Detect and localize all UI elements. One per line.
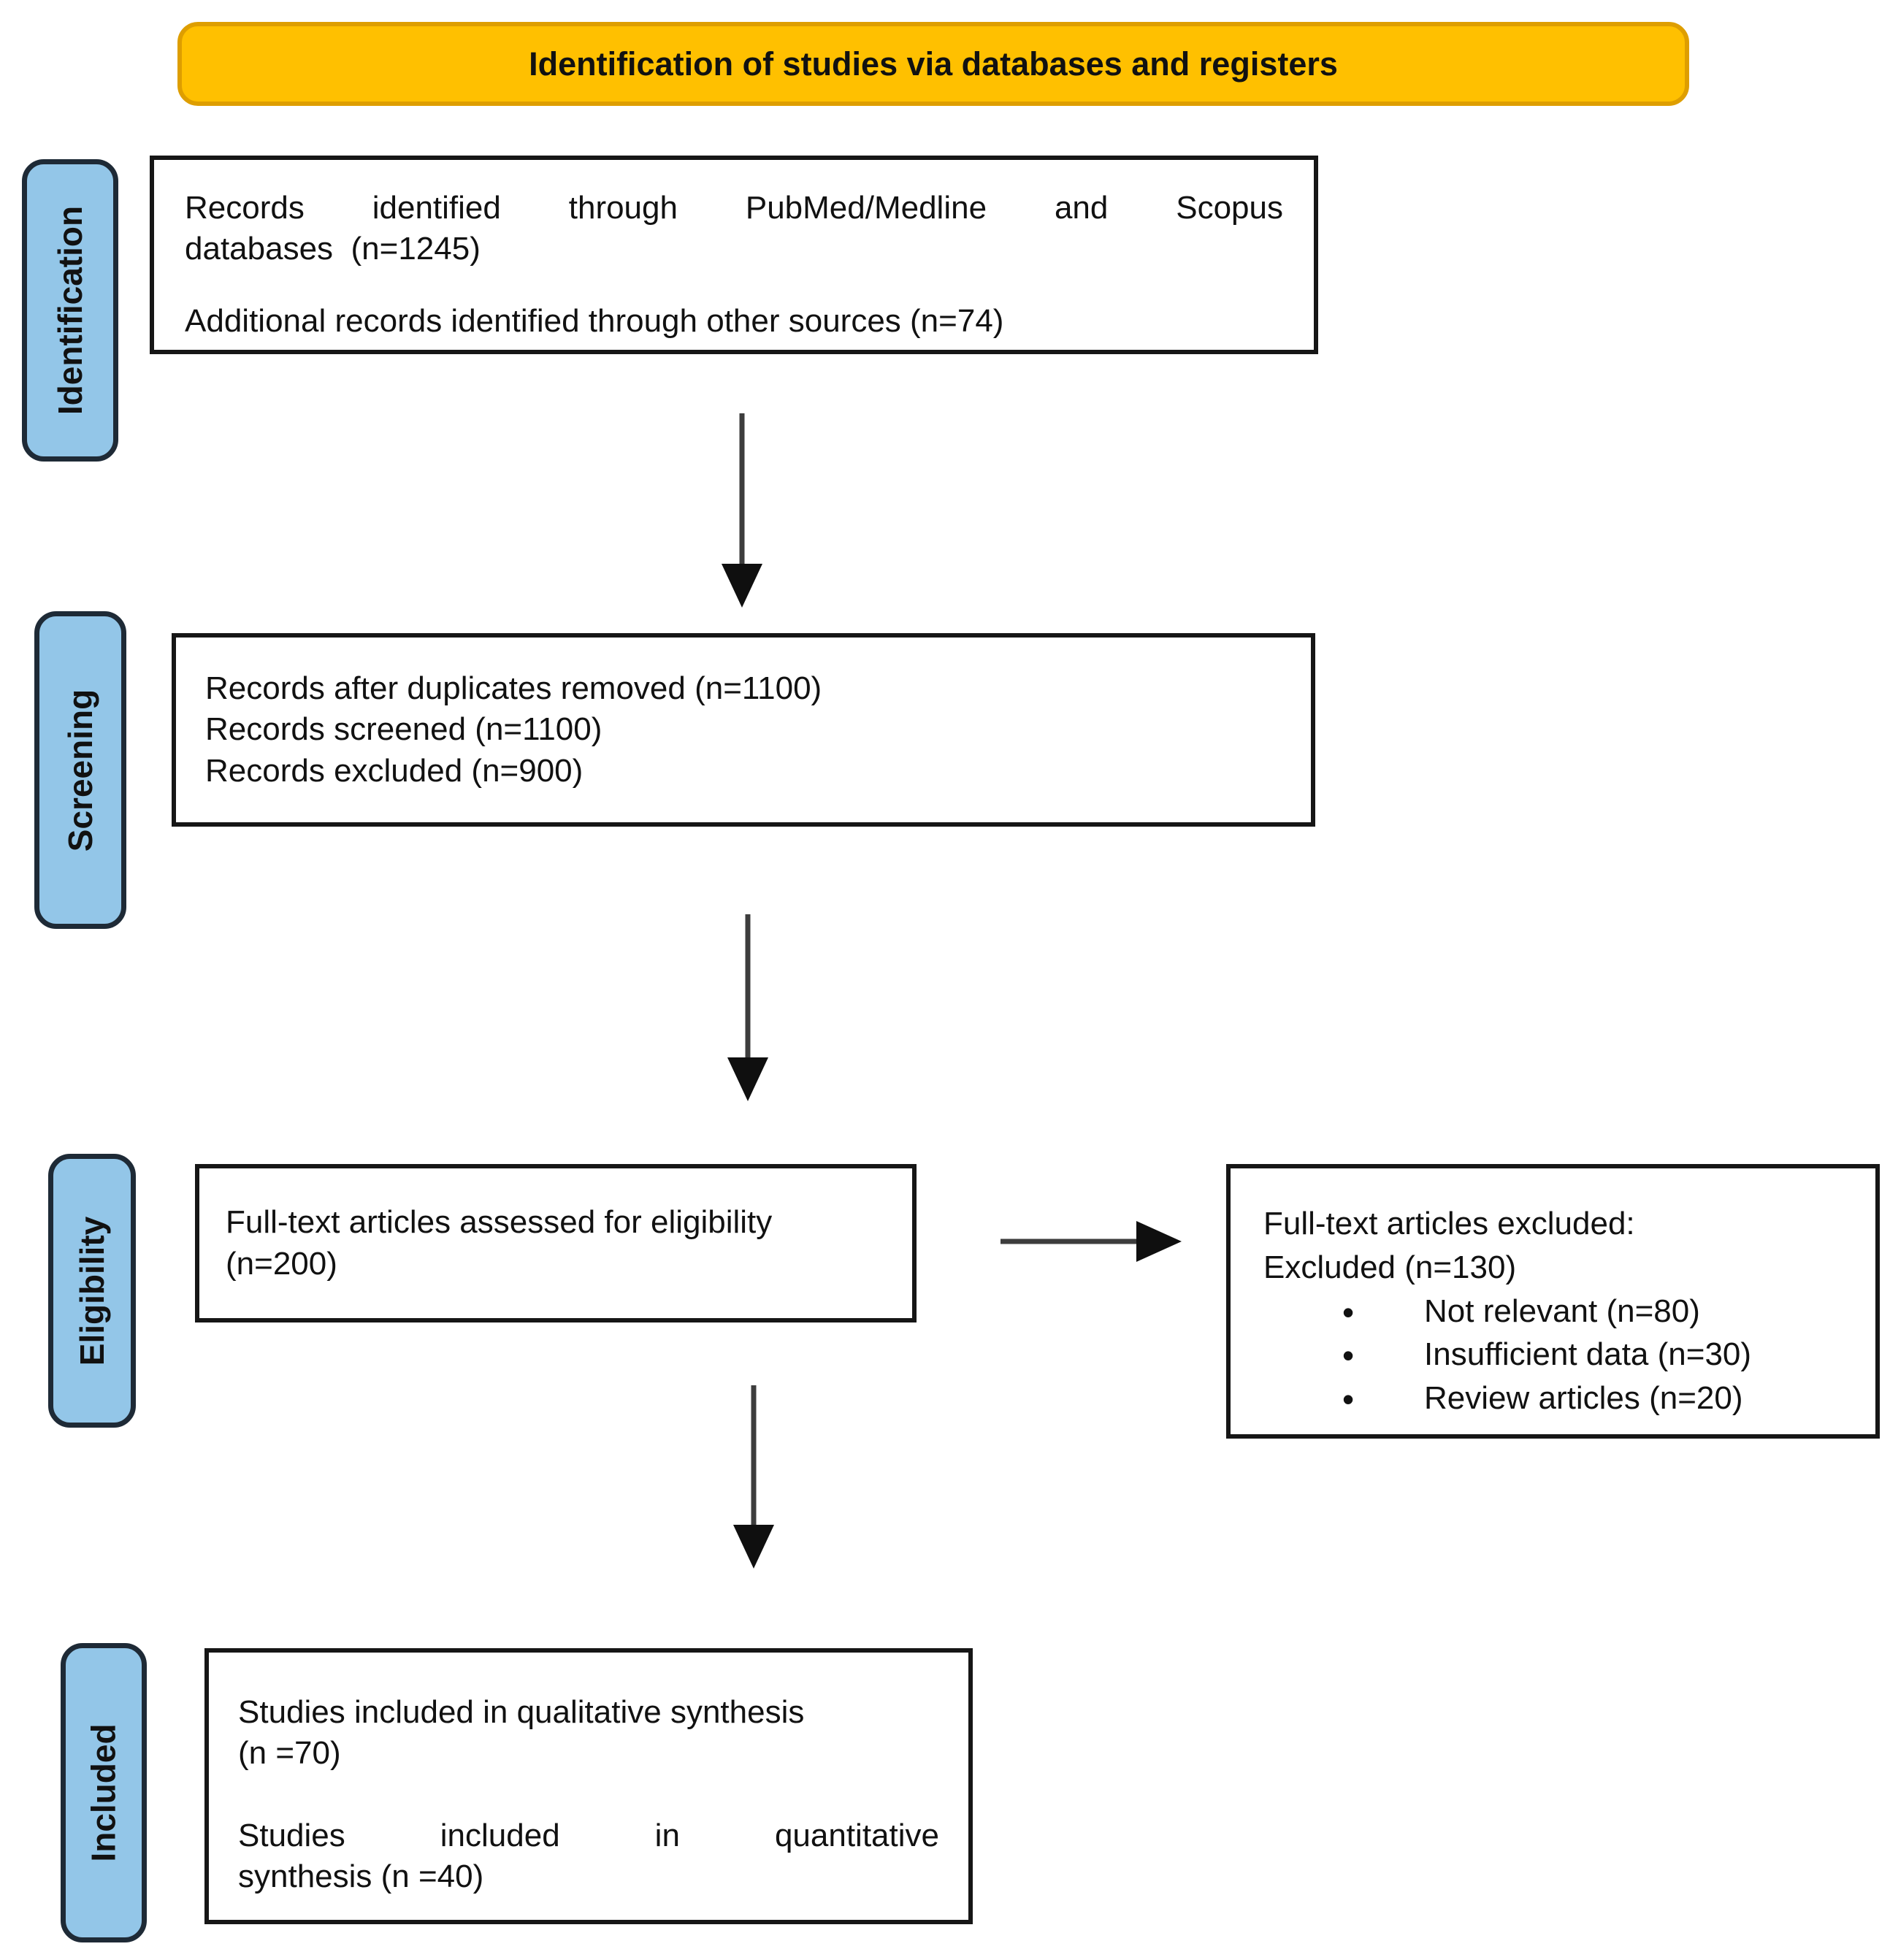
stage-label-identification-text: Identification (51, 205, 90, 416)
included-line3: Studies included in quantitative (238, 1817, 939, 1853)
excluded-reason-item: Insufficient data (n=30) (1263, 1333, 1853, 1378)
box-studies-included: Studies included in qualitative synthesi… (204, 1648, 973, 1924)
box-records-identified: Records identified through PubMed/Medlin… (150, 156, 1318, 354)
screening-line1: Records after duplicates removed (n=1100… (205, 670, 822, 707)
stage-label-eligibility: Eligibility (48, 1154, 136, 1428)
screening-line3: Records excluded (n=900) (205, 752, 584, 789)
excluded-line2: Excluded (n=130) (1263, 1249, 1517, 1285)
included-line1: Studies included in qualitative synthesi… (238, 1694, 805, 1730)
arrowhead-right-icon (1136, 1221, 1182, 1262)
additional-records-line: Additional records identified through ot… (185, 302, 1004, 339)
eligibility-line2: (n=200) (226, 1245, 337, 1282)
excluded-reason-item: Not relevant (n=80) (1263, 1290, 1853, 1335)
arrow-eligibility-to-excluded (1001, 1221, 1182, 1262)
arrow-eligibility-to-included (733, 1385, 774, 1569)
arrow-identification-to-screening (722, 413, 762, 608)
arrowhead-down-icon (733, 1525, 774, 1569)
arrow-screening-to-eligibility (727, 914, 768, 1101)
arrowhead-down-icon (722, 564, 762, 608)
records-identified-line2: databases (n=1245) (185, 231, 481, 267)
excluded-reasons-list: Not relevant (n=80) Insufficient data (n… (1263, 1290, 1853, 1423)
stage-label-included-text: Included (85, 1723, 123, 1862)
diagram-title: Identification of studies via databases … (529, 45, 1338, 83)
excluded-reason-item: Review articles (n=20) (1263, 1377, 1853, 1422)
excluded-line1: Full-text articles excluded: (1263, 1206, 1635, 1241)
records-identified-line1: Records identified through PubMed/Medlin… (185, 190, 1283, 226)
screening-line2: Records screened (n=1100) (205, 711, 602, 748)
eligibility-line1: Full-text articles assessed for eligibil… (226, 1204, 773, 1241)
box-fulltext-assessed: Full-text articles assessed for eligibil… (195, 1164, 917, 1322)
arrowhead-down-icon (727, 1057, 768, 1101)
stage-label-identification: Identification (22, 159, 118, 462)
box-fulltext-excluded: Full-text articles excluded: Excluded (n… (1226, 1164, 1880, 1439)
stage-label-screening-text: Screening (61, 689, 100, 851)
stage-label-eligibility-text: Eligibility (73, 1216, 111, 1366)
included-line4: synthesis (n =40) (238, 1858, 484, 1894)
included-line2: (n =70) (238, 1735, 341, 1772)
stage-label-screening: Screening (34, 611, 126, 929)
title-banner: Identification of studies via databases … (177, 22, 1689, 106)
stage-label-included: Included (61, 1643, 147, 1942)
box-screening-records: Records after duplicates removed (n=1100… (172, 633, 1315, 827)
